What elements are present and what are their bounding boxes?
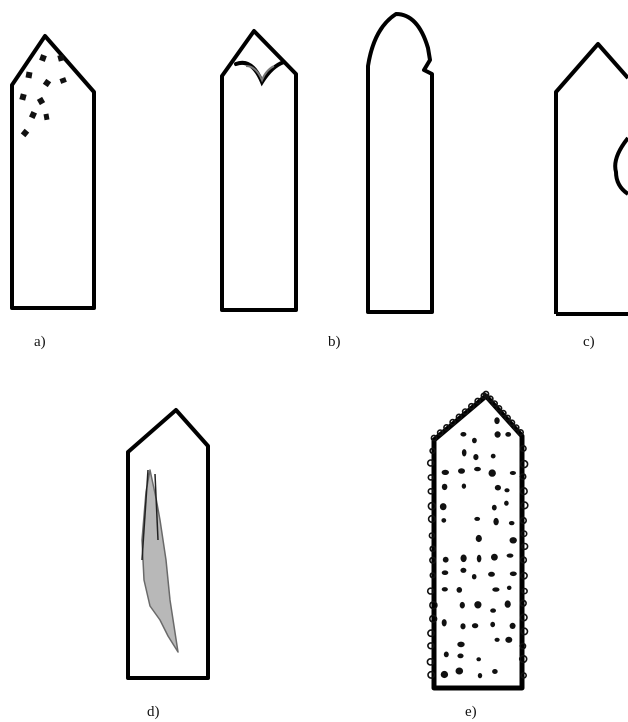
insert-e-speck — [495, 638, 500, 642]
insert-d-wear-band — [142, 470, 178, 652]
insert-e-speck — [494, 417, 499, 424]
insert-e-speck — [460, 568, 466, 573]
insert-e-speck — [440, 503, 447, 510]
insert-e-speck — [493, 518, 498, 525]
insert-e-speck — [443, 557, 449, 563]
label-a: a) — [34, 334, 46, 350]
insert-e-speck — [507, 554, 514, 558]
insert-e-speck — [441, 671, 448, 678]
insert-e-speck — [510, 537, 517, 543]
insert-e-speck — [510, 572, 517, 577]
insert-d-outline — [128, 410, 208, 678]
insert-e-speck — [495, 485, 501, 491]
insert-e-speck — [488, 572, 495, 577]
insert-d — [128, 410, 208, 678]
insert-e-speck — [507, 586, 512, 590]
insert-e-speck — [504, 488, 509, 492]
insert-e-speck — [458, 468, 465, 474]
insert-e-speck — [509, 521, 515, 525]
insert-e-speck — [490, 622, 495, 627]
insert-e-speck — [472, 574, 477, 579]
insert-e-speck — [505, 637, 512, 643]
insert-e-speck — [441, 518, 446, 523]
insert-e-speck — [442, 484, 448, 490]
insert-e-speck — [444, 652, 449, 658]
insert-c-outline — [556, 44, 628, 314]
insert-a-outline — [12, 36, 94, 308]
label-c: c) — [583, 334, 595, 350]
insert-e-speck — [442, 570, 449, 575]
insert-e-edge-bump — [428, 475, 433, 480]
insert-e-outline — [434, 396, 522, 688]
insert-e-speck — [510, 623, 516, 629]
insert-b-right-outline — [368, 14, 432, 312]
insert-e-speck — [490, 608, 496, 612]
insert-e-speck — [476, 657, 481, 661]
insert-e-speck — [505, 600, 511, 607]
insert-e-edge-bump — [522, 589, 527, 594]
insert-e-speck — [461, 555, 467, 563]
insert-e-speck — [492, 587, 499, 591]
insert-e-speck — [510, 471, 516, 475]
insert-e-speck — [472, 438, 477, 444]
insert-e-speck — [473, 454, 478, 460]
label-d: d) — [147, 704, 160, 720]
insert-c — [556, 44, 628, 314]
insert-e-speck — [460, 432, 466, 437]
insert-b-left — [222, 31, 296, 310]
insert-e-speck — [476, 535, 482, 542]
insert-e-speck — [492, 505, 497, 511]
insert-e-speck — [474, 467, 481, 471]
insert-e-speck — [457, 654, 463, 659]
insert-e-speck — [457, 587, 463, 593]
insert-e-speck — [442, 619, 447, 626]
insert-e-speck — [491, 454, 496, 459]
insert-e-speck — [442, 470, 449, 475]
insert-e-speck — [462, 449, 467, 456]
insert-e-speck — [504, 501, 509, 506]
insert-e-speck — [495, 431, 501, 437]
insert-e-speck — [478, 673, 482, 678]
insert-e-speck — [462, 484, 466, 489]
insert-e-speck — [474, 517, 480, 521]
insert-e-speck — [492, 669, 498, 674]
insert-e-speck — [460, 602, 465, 609]
insert-e — [427, 391, 527, 688]
insert-b-right — [368, 14, 432, 312]
insert-e-speck — [457, 642, 464, 648]
label-e: e) — [465, 704, 477, 720]
insert-e-speck — [491, 554, 498, 561]
insert-e-speck — [460, 623, 465, 629]
insert-e-edge-bump — [428, 489, 433, 494]
insert-e-speck — [489, 469, 496, 476]
insert-e-specks — [427, 391, 527, 678]
insert-e-speck — [474, 601, 481, 608]
insert-e-speck — [472, 623, 478, 628]
insert-e-speck — [477, 555, 482, 563]
insert-e-speck — [442, 587, 448, 591]
insert-b-left-chip — [236, 62, 284, 82]
insert-a — [12, 36, 94, 308]
label-b: b) — [328, 334, 341, 350]
insert-e-speck — [505, 432, 511, 437]
insert-e-speck — [456, 668, 464, 675]
